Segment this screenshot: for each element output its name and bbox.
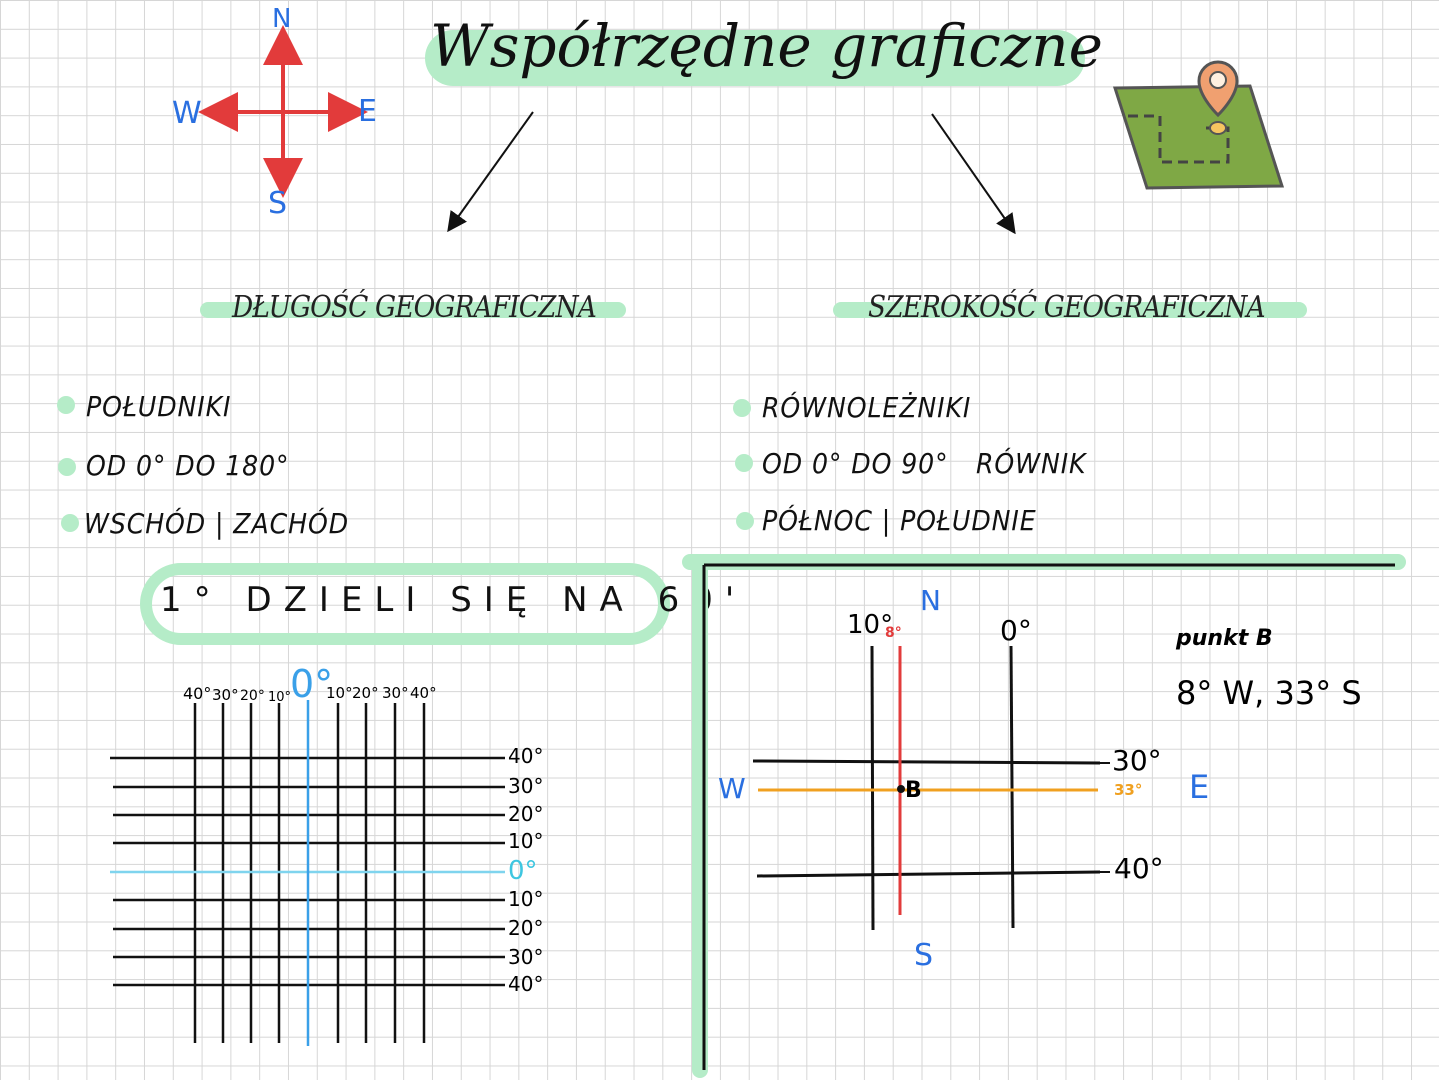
right-heading-highlight (833, 302, 1307, 318)
right-label-zero: 0° (508, 856, 538, 886)
meridian-point-label: 8° (885, 625, 902, 641)
point-coordinates: 8° W, 33° S (1176, 674, 1362, 712)
branch-arrows (447, 111, 1016, 235)
diagram-east: E (1189, 768, 1210, 806)
note-cloud (140, 563, 670, 645)
parallel-top-label: 30° (1112, 744, 1162, 777)
compass-east: E (358, 94, 377, 129)
left-heading-highlight (200, 302, 626, 318)
top-label: 20° (240, 688, 265, 704)
bullet-dot (735, 454, 753, 472)
top-label: 10° (268, 690, 292, 705)
title-highlight (425, 30, 1085, 86)
list-item: RÓWNOLEŻNIKI (762, 391, 972, 424)
left-heading: DŁUGOŚĆ GEOGRAFICZNA (232, 290, 597, 325)
compass-west: W (172, 96, 202, 131)
right-label: 10° (508, 887, 544, 911)
bullet-dot (57, 396, 75, 414)
list-item: POŁUDNIKI (86, 390, 232, 423)
right-label: 20° (508, 916, 544, 940)
page-title: Współrzędne graficzne (430, 12, 1103, 80)
right-label: 20° (508, 802, 544, 826)
top-label: 40° (183, 684, 212, 703)
top-label-zero: 0° (290, 662, 334, 706)
right-label: 30° (508, 945, 544, 969)
note-text: 1° DZIELI SIĘ NA 60' (160, 580, 747, 620)
compass-arrows-icon (198, 25, 368, 198)
compass-south: S (268, 186, 288, 221)
diagram-south: S (914, 938, 934, 973)
point-letter: B (905, 778, 922, 803)
top-label: 30° (382, 684, 409, 702)
top-label: 10° (326, 684, 353, 702)
parallel-bottom-label: 40° (1114, 852, 1164, 885)
top-label: 30° (212, 686, 239, 704)
right-label: 40° (508, 972, 544, 996)
top-label: 40° (410, 684, 437, 702)
list-item: PÓŁNOC | POŁUDNIE (762, 504, 1037, 537)
right-label: 30° (508, 774, 544, 798)
diagram-west: W (718, 772, 746, 805)
bullet-dot (733, 399, 751, 417)
point-title: punkt B (1176, 626, 1273, 651)
right-label: 10° (508, 829, 544, 853)
compass-north: N (272, 4, 292, 34)
top-label: 20° (352, 684, 379, 702)
list-item: OD 0° DO 90° (762, 447, 949, 480)
map-pin-icon (1112, 60, 1285, 190)
meridian-right-label: 0° (1000, 614, 1032, 647)
bullet-dot (61, 514, 79, 532)
right-heading: SZEROKOŚĆ GEOGRAFICZNA (868, 290, 1266, 325)
parallel-point-label: 33° (1114, 781, 1143, 799)
equator-label: RÓWNIK (976, 447, 1087, 480)
diagram-north: N (920, 584, 941, 617)
bullet-dot (58, 458, 76, 476)
list-item: OD 0° DO 180° (86, 449, 290, 482)
right-label: 40° (508, 744, 544, 768)
meridian-left-label: 10° (847, 610, 894, 640)
bullet-dot (736, 512, 754, 530)
list-item: WSCHÓD | ZACHÓD (84, 507, 350, 540)
